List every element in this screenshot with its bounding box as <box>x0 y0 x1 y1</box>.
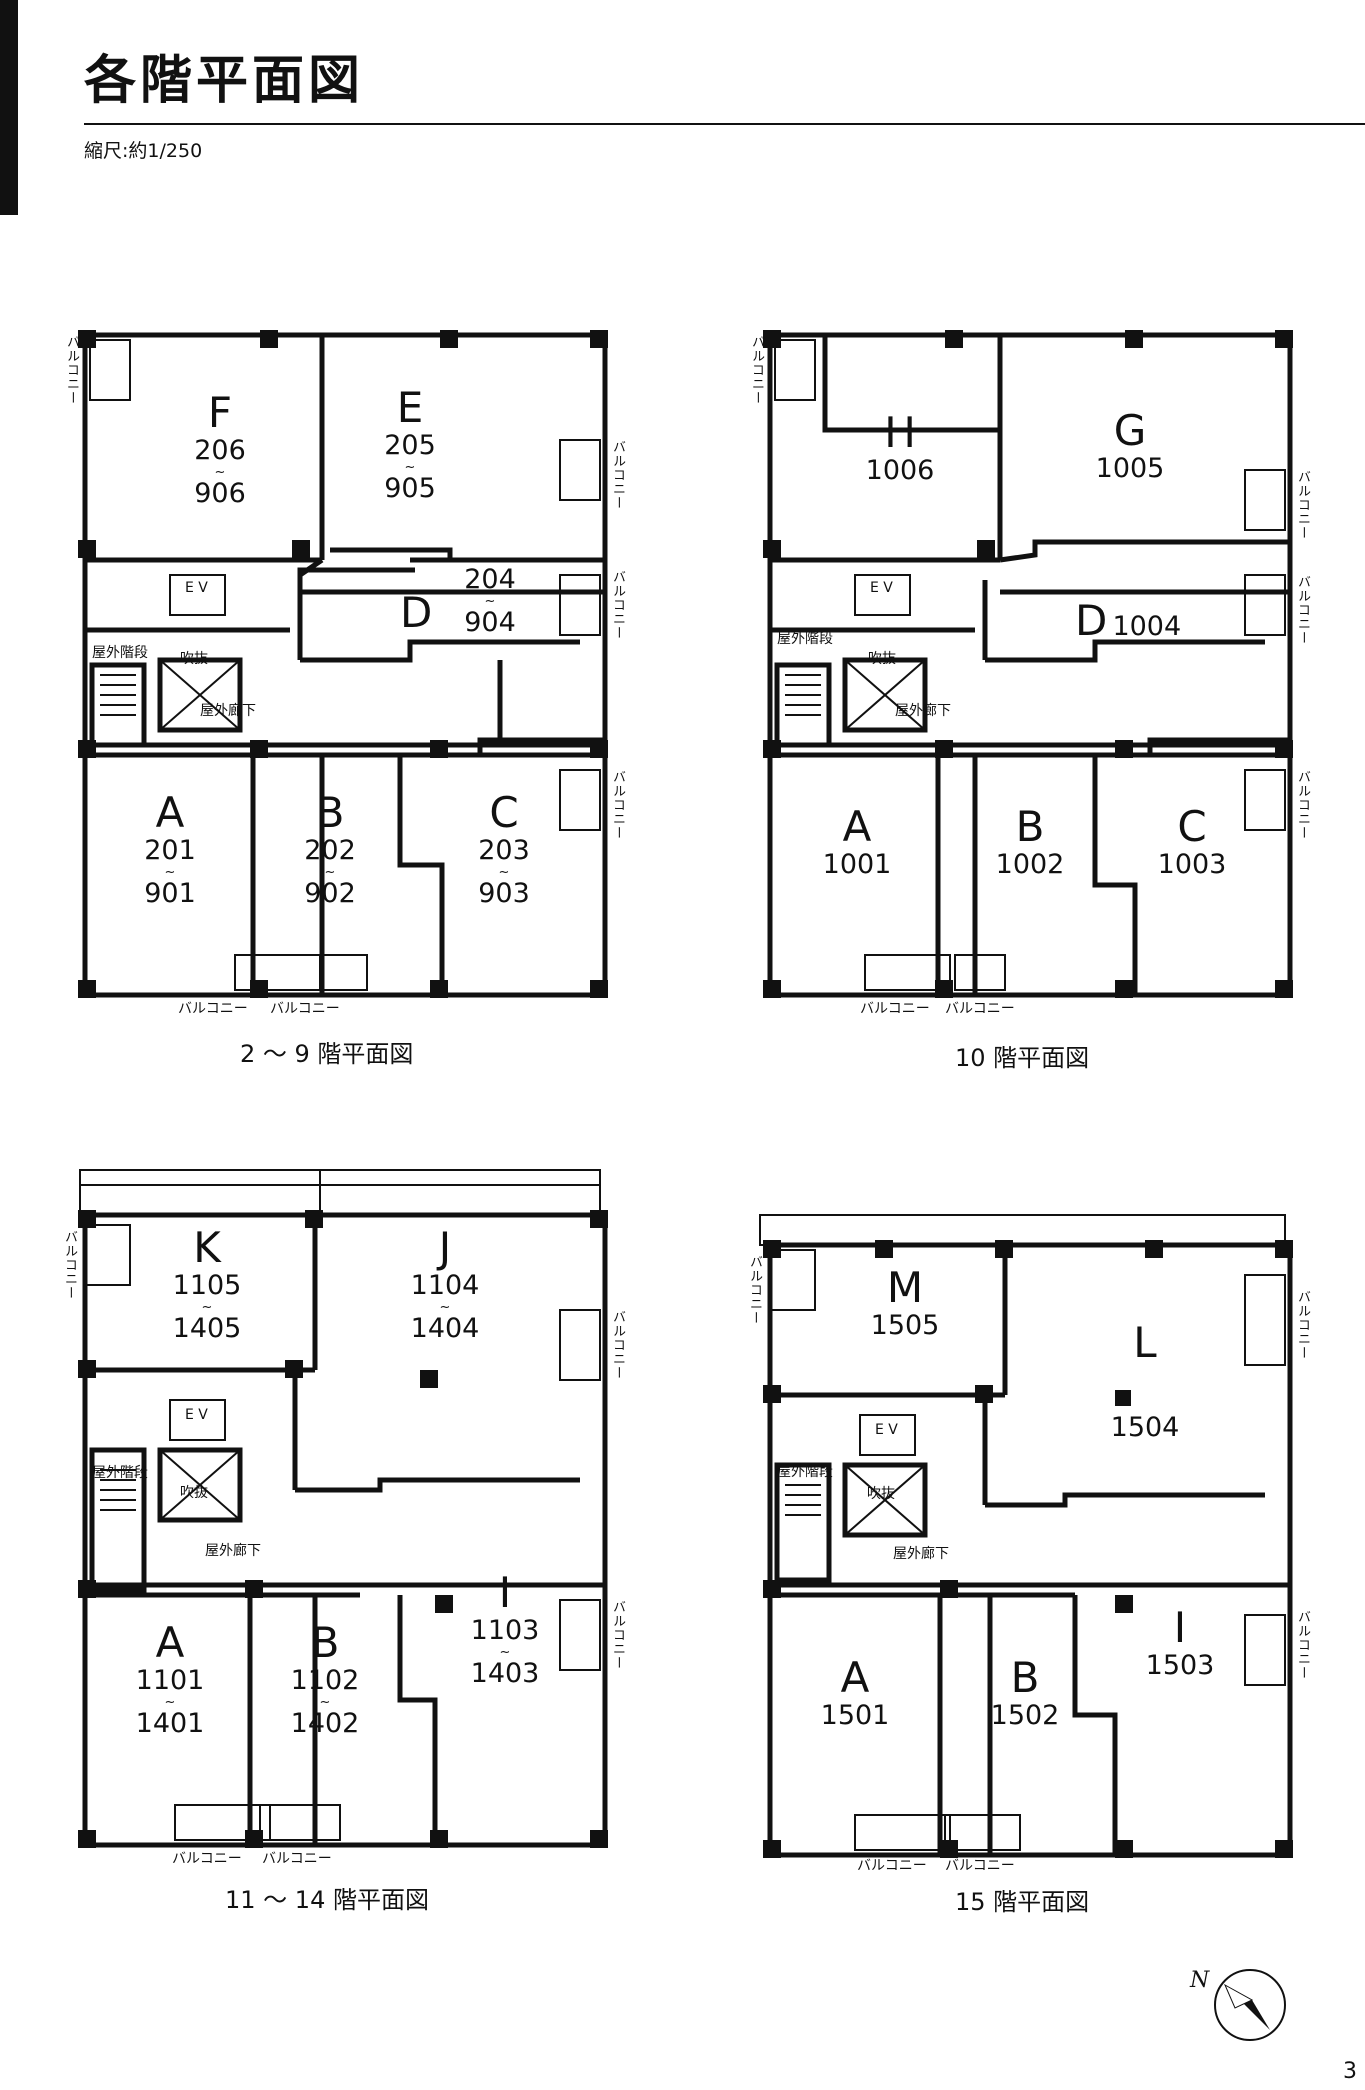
balcony-label: バルコニー <box>178 1001 248 1017</box>
balcony-label: バルコニー <box>62 1230 77 1300</box>
unit-L: L <box>1133 1318 1157 1367</box>
atrium-label: 吹抜 <box>867 1486 895 1502</box>
balcony-label: バルコニー <box>857 1858 927 1874</box>
unit-D: 204~904 <box>464 564 516 638</box>
ev-label: E V <box>875 1422 898 1438</box>
balcony-label: バルコニー <box>1295 575 1310 645</box>
balcony-label: バルコニー <box>610 770 625 840</box>
corridor-label: 屋外廊下 <box>895 703 951 719</box>
balcony-label: バルコニー <box>270 1001 340 1017</box>
balcony-label: バルコニー <box>945 1001 1015 1017</box>
balcony-label: バルコニー <box>1295 1610 1310 1680</box>
ev-label: E V <box>870 580 893 596</box>
atrium-label: 吹抜 <box>868 651 896 667</box>
ev-label: E V <box>185 580 208 596</box>
balcony-label: バルコニー <box>1295 470 1310 540</box>
page-title: 各階平面図 <box>84 51 365 111</box>
balcony-label: バルコニー <box>610 570 625 640</box>
balcony-label: バルコニー <box>64 335 79 405</box>
stairs-label: 屋外階段 <box>92 645 148 661</box>
compass-icon: N <box>1180 1960 1300 2054</box>
balcony-label: バルコニー <box>1295 770 1310 840</box>
atrium-label: 吹抜 <box>180 651 208 667</box>
balcony-label: バルコニー <box>860 1001 930 1017</box>
balcony-label: バルコニー <box>262 1851 332 1867</box>
balcony-label: バルコニー <box>610 1600 625 1670</box>
plan-caption: 10 階平面図 <box>955 1044 1090 1072</box>
stairs-label: 屋外階段 <box>777 1464 833 1480</box>
plan-caption: 11 ～ 14 階平面図 <box>225 1886 429 1914</box>
corridor-label: 屋外廊下 <box>205 1543 261 1559</box>
balcony-label: バルコニー <box>747 1255 762 1325</box>
ev-label: E V <box>185 1407 208 1423</box>
title-rule <box>84 123 1365 125</box>
balcony-label: バルコニー <box>610 1310 625 1380</box>
plan-15-drawing <box>759 1214 1293 1858</box>
stairs-label: 屋外階段 <box>777 631 833 647</box>
plan-caption: 2 ～ 9 階平面図 <box>240 1040 414 1068</box>
balcony-label: バルコニー <box>1295 1290 1310 1360</box>
unit-D-letter: D <box>400 588 433 637</box>
balcony-label: バルコニー <box>172 1851 242 1867</box>
stairs-label: 屋外階段 <box>92 1465 148 1481</box>
plan-10-drawing <box>763 330 1293 998</box>
balcony-label: バルコニー <box>610 440 625 510</box>
unit-D: D 1004 <box>1075 596 1182 645</box>
corridor-label: 屋外廊下 <box>200 703 256 719</box>
plan-2-9-drawing <box>78 330 608 998</box>
unit-L-num: 1504 <box>1110 1412 1180 1443</box>
atrium-label: 吹抜 <box>180 1485 208 1501</box>
page-number: 3 <box>1343 2059 1357 2084</box>
plan-11-14-drawing <box>78 1169 608 1848</box>
balcony-label: バルコニー <box>945 1858 1015 1874</box>
corridor-label: 屋外廊下 <box>893 1546 949 1562</box>
plan-caption: 15 階平面図 <box>955 1888 1090 1916</box>
balcony-label: バルコニー <box>749 335 764 405</box>
compass-north-label: N <box>1190 1968 1210 1993</box>
sidebar-bar <box>0 0 18 215</box>
scale-label: 縮尺:約1/250 <box>84 140 203 162</box>
